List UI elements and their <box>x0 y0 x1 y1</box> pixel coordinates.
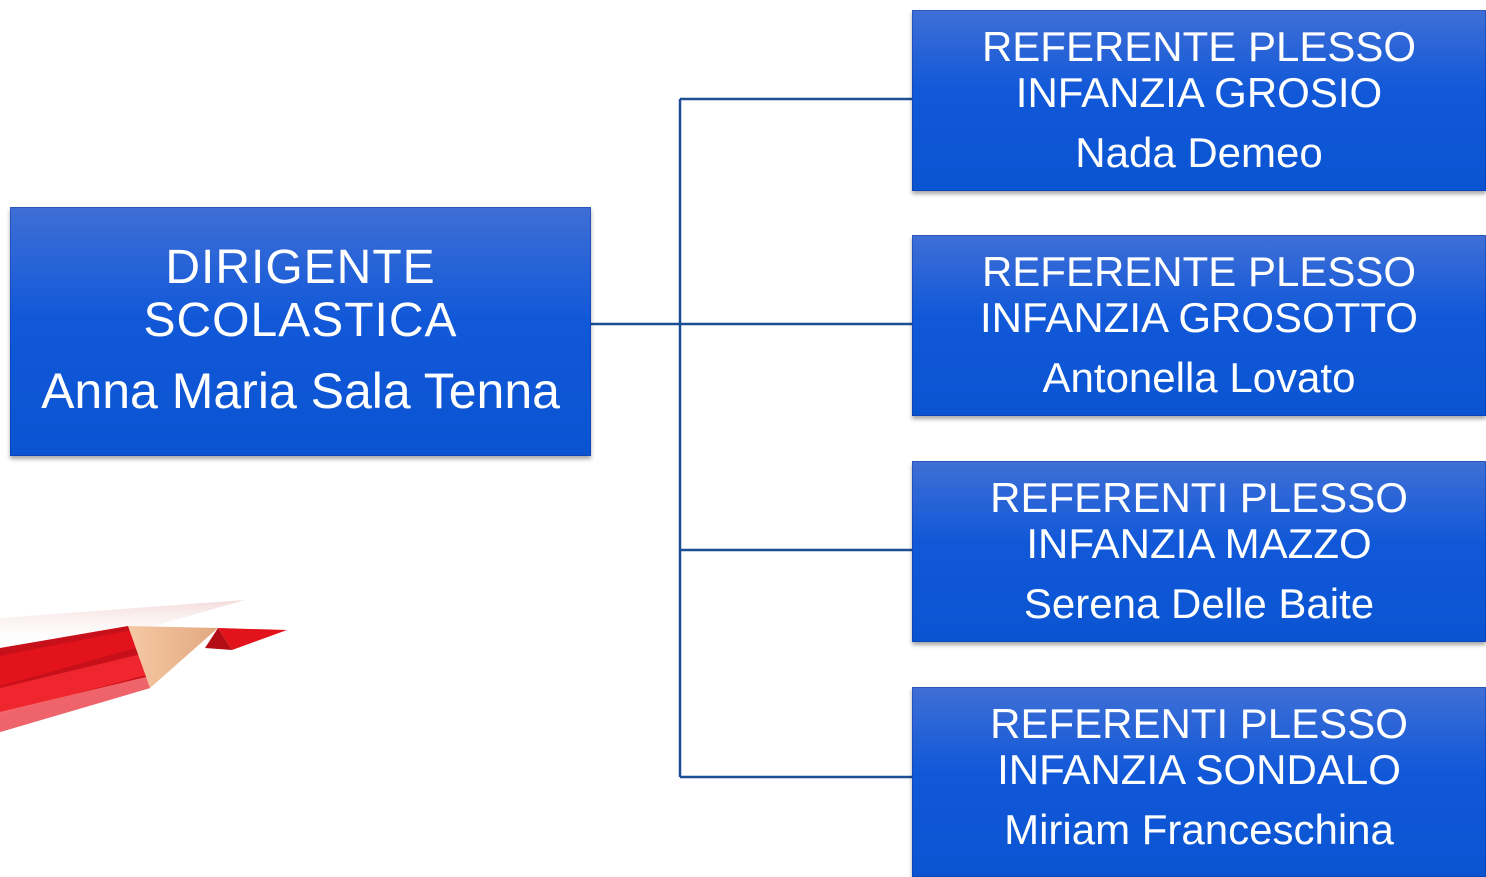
child-person-name: Miriam Franceschina <box>1004 806 1394 854</box>
child-person-name: Antonella Lovato <box>1042 354 1356 402</box>
child-node-mazzo: REFERENTI PLESSO INFANZIA MAZZO Serena D… <box>912 461 1486 642</box>
root-person-name: Anna Maria Sala Tenna <box>41 363 560 420</box>
child-node-sondalo: REFERENTI PLESSO INFANZIA SONDALO Miriam… <box>912 687 1486 877</box>
child-node-grosio: REFERENTE PLESSO INFANZIA GROSIO Nada De… <box>912 10 1486 191</box>
child-person-name: Nada Demeo <box>1075 129 1323 177</box>
root-node-dirigente: DIRIGENTE SCOLASTICA Anna Maria Sala Ten… <box>10 207 591 456</box>
child-node-grosotto: REFERENTE PLESSO INFANZIA GROSOTTO Anton… <box>912 235 1486 416</box>
pencil-icon <box>0 600 287 732</box>
child-role-label: REFERENTE PLESSO INFANZIA GROSOTTO <box>980 248 1418 342</box>
child-person-name: Serena Delle Baite <box>1023 580 1375 628</box>
child-role-label: REFERENTE PLESSO INFANZIA GROSIO <box>981 23 1417 117</box>
child-role-label: REFERENTI PLESSO INFANZIA MAZZO <box>990 474 1408 568</box>
root-role-label: DIRIGENTE SCOLASTICA <box>143 240 458 347</box>
child-role-label: REFERENTI PLESSO INFANZIA SONDALO <box>990 700 1408 794</box>
